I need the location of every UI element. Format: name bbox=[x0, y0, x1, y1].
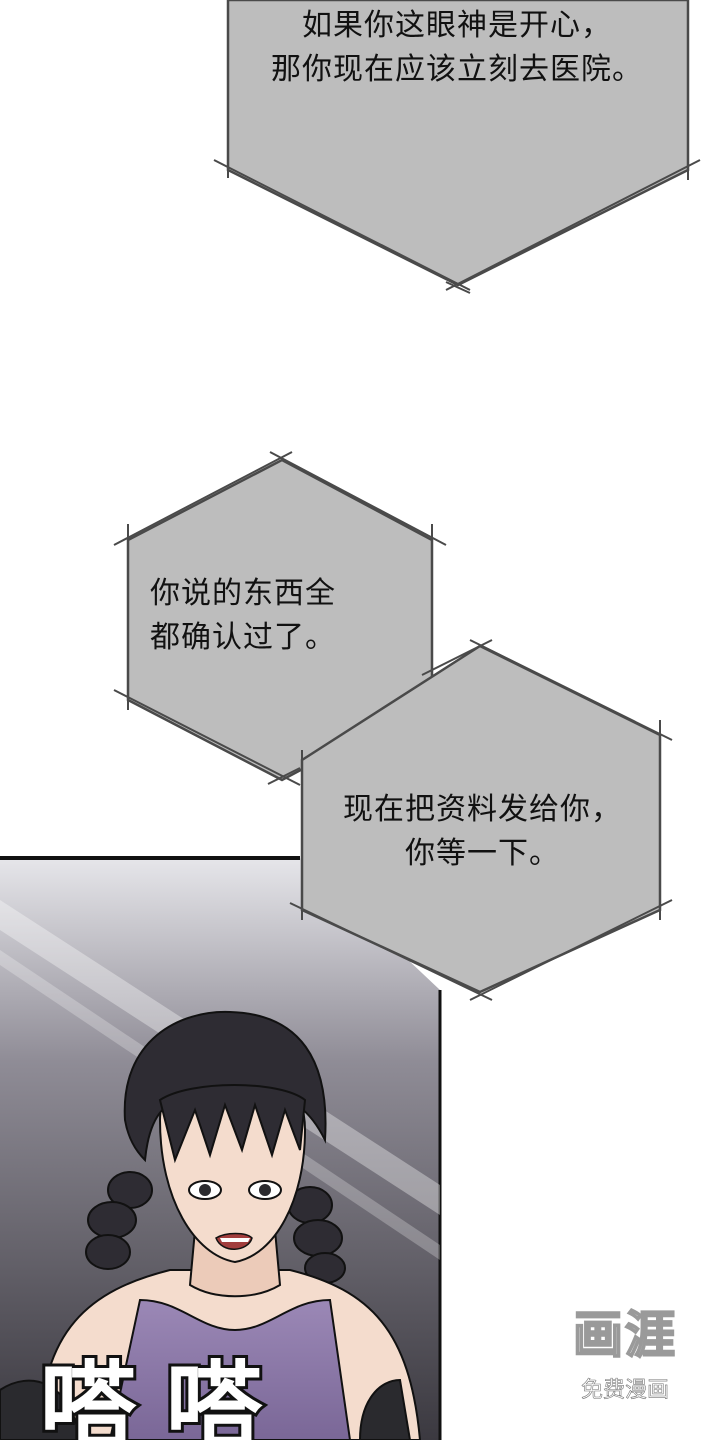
speech-bubble-right bbox=[289, 639, 673, 1001]
watermark-subtitle: 免费漫画 bbox=[580, 1378, 670, 1404]
sound-effect-text: 嗒嗒 bbox=[40, 1351, 292, 1440]
bottom-panel bbox=[0, 856, 442, 1441]
speech-bubble-top bbox=[213, 0, 701, 294]
bubble-top-text: 如果你这眼神是开心， 那你现在应该立刻去医院。 bbox=[271, 8, 643, 87]
watermark: 画涯 免费漫画 bbox=[560, 1300, 690, 1410]
bubble-left-text: 你说的东西全 都确认过了。 bbox=[150, 576, 336, 655]
comic-app-logo-icon: 画涯 bbox=[572, 1305, 677, 1365]
character bbox=[0, 1010, 422, 1441]
speech-bubble-left bbox=[113, 451, 447, 786]
bubble-right-text: 现在把资料发给你， 你等一下。 bbox=[343, 792, 622, 871]
sound-effect: 嗒嗒 bbox=[37, 1348, 292, 1444]
